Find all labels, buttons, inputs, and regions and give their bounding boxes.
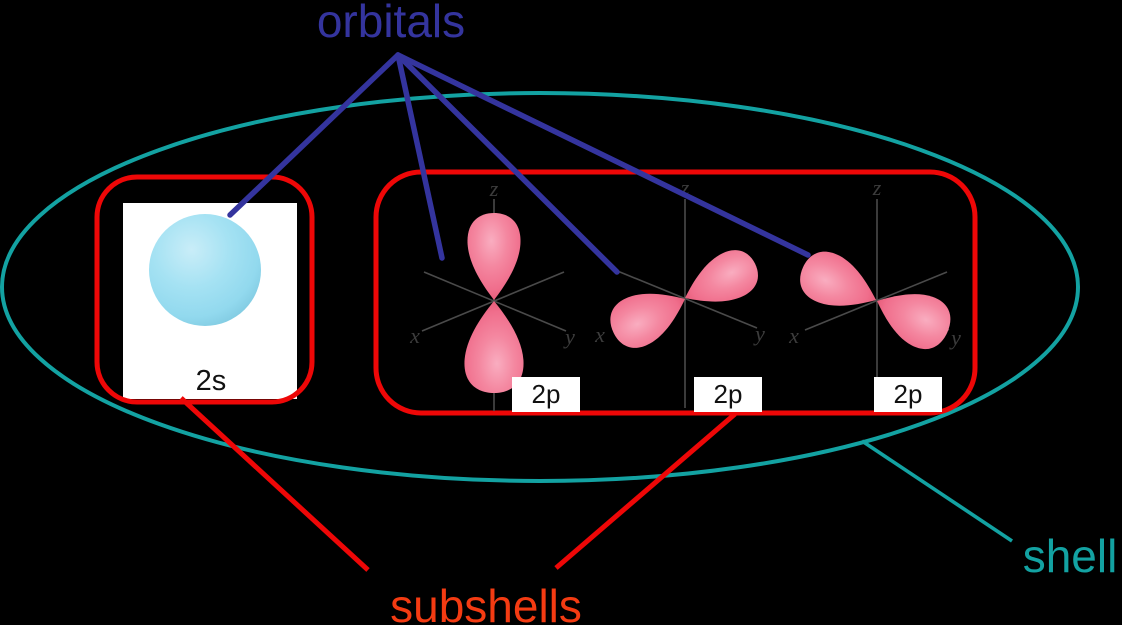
orbitals-label: orbitals [317,0,465,47]
x-axis-label: x [594,322,605,347]
orbitals-pointer-2p3 [395,52,811,258]
subshells-label: subshells [390,580,582,625]
s-subshell-border [94,174,315,405]
orbital-lobe-up [467,213,521,300]
shell-label: shell [1023,530,1118,582]
z-axis-label: z [489,176,499,201]
y-axis-label: y [753,321,765,346]
p-orbital-label: 2p [532,379,561,409]
p-subshell-box: z x y 2p z x y 2p z x y [373,169,978,416]
orbitals-pointer-lines [227,52,811,275]
orbitals-pointer-2s [227,52,401,218]
s-orbital-sphere [149,214,261,326]
z-axis-label: z [680,175,690,200]
y-axis-label: y [949,325,961,350]
p-orbital-label-box [694,377,762,412]
p-orbital-label-box [874,377,942,412]
p-orbital-label-box [512,377,580,412]
x-axis-label: x [788,323,799,348]
x-axis-line [421,271,565,332]
s-orbital-label: 2s [196,365,227,397]
orbitals-pointer-2p2 [395,52,620,275]
s-subshell-box: 2s [94,174,315,405]
py-orbital: z x y 2p [788,175,961,412]
subshells-pointer-2p [554,412,737,570]
x-axis-line [804,271,948,331]
z-axis-label: z [872,175,882,200]
p-orbital-label: 2p [714,379,743,409]
orbitals-pointer-2p1 [395,52,445,261]
x-axis-label: x [409,323,420,348]
shell-ellipse [0,91,1080,483]
subshells-pointer-lines [179,396,737,572]
orbital-lobe-right [674,242,766,320]
p-subshell-border [373,169,978,416]
pz-orbital: z x y 2p [409,176,580,412]
p-orbital-label: 2p [894,379,923,409]
y-axis-label: y [563,324,575,349]
orbital-lobe-right [866,276,959,357]
shell-pointer-line [861,439,1013,543]
orbital-lobe-left [602,275,696,356]
px-orbital: z x y 2p [594,175,766,412]
subshells-pointer-2s [179,396,370,572]
